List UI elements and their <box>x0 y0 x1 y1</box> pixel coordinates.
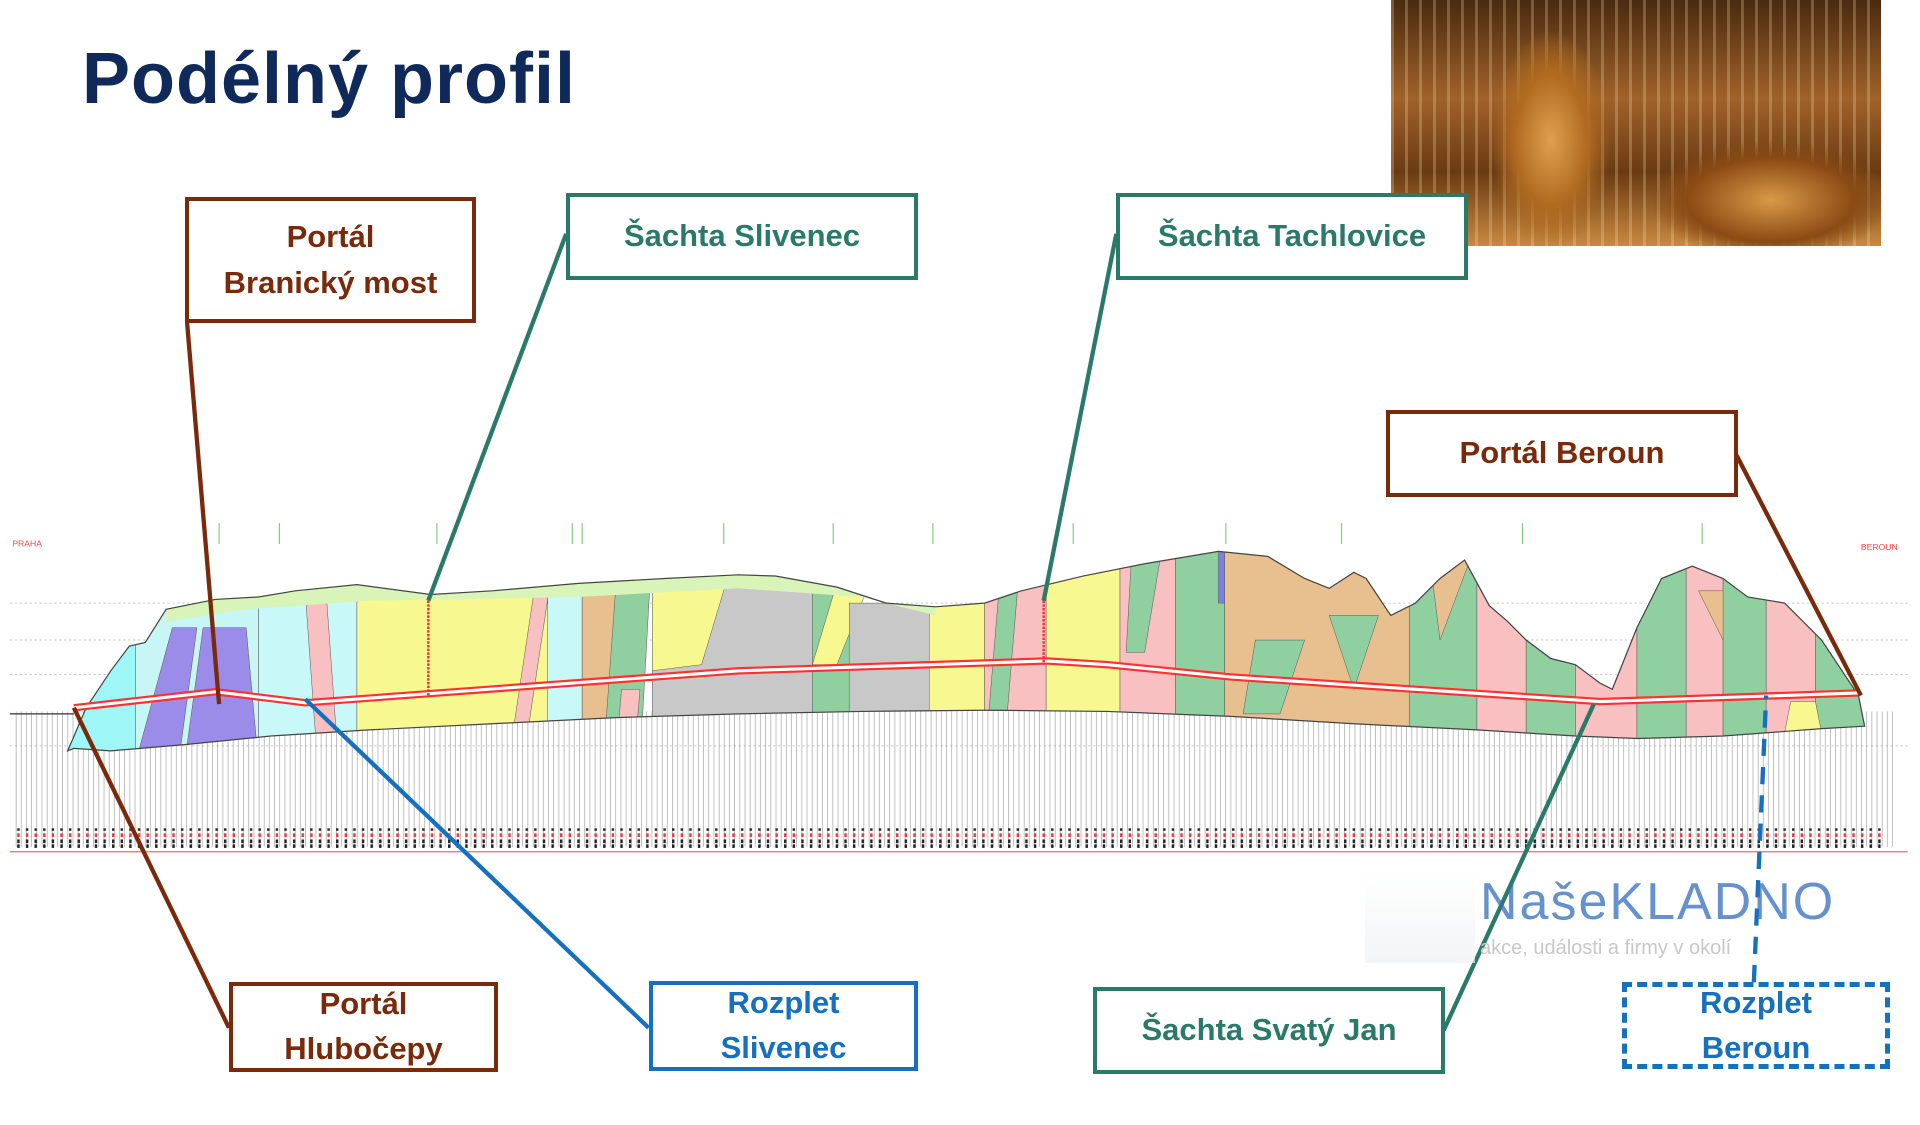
label-rozplet-slivenec: Rozplet Slivenec <box>649 981 918 1071</box>
label-line: Beroun <box>1701 1029 1811 1065</box>
label-line: Portál <box>319 986 408 1022</box>
station-ticks <box>218 523 1703 545</box>
cave-photo <box>1391 0 1881 246</box>
label-line: Šachta Tachlovice <box>1157 218 1427 254</box>
label-line: Branický most <box>223 265 438 300</box>
leader-lines <box>71 233 1863 1032</box>
label-rozplet-beroun: Rozplet Beroun <box>1622 982 1890 1069</box>
label-portal-branicky-most: Portál Branický most <box>185 197 476 323</box>
start-label: PRAHA <box>12 538 42 548</box>
end-label: BEROUN <box>1861 542 1898 552</box>
label-line: Portál <box>286 218 375 254</box>
label-portal-beroun: Portál Beroun <box>1386 410 1738 497</box>
station-table <box>12 828 1884 849</box>
label-line: Šachta Slivenec <box>623 218 861 254</box>
page-title: Podélný profil <box>82 39 577 119</box>
label-sachta-tachlovice: Šachta Tachlovice <box>1116 193 1468 280</box>
label-line: Rozplet <box>1700 984 1812 1020</box>
label-sachta-slivenec: Šachta Slivenec <box>566 193 918 280</box>
label-line: Rozplet <box>727 985 840 1021</box>
label-line: Portál Beroun <box>1459 435 1665 471</box>
label-line: Hlubočepy <box>284 1031 443 1066</box>
label-line: Šachta Svatý Jan <box>1141 1012 1397 1048</box>
label-portal-hlubocepy: Portál Hlubočepy <box>229 982 498 1072</box>
label-sachta-svaty-jan: Šachta Svatý Jan <box>1093 987 1445 1074</box>
watermark-tagline: akce, události a firmy v okolí <box>1480 937 1732 959</box>
watermark-castle-image <box>1365 868 1475 963</box>
label-line: Slivenec <box>720 1030 847 1065</box>
watermark-brand: NašeKLADNO <box>1480 873 1836 931</box>
